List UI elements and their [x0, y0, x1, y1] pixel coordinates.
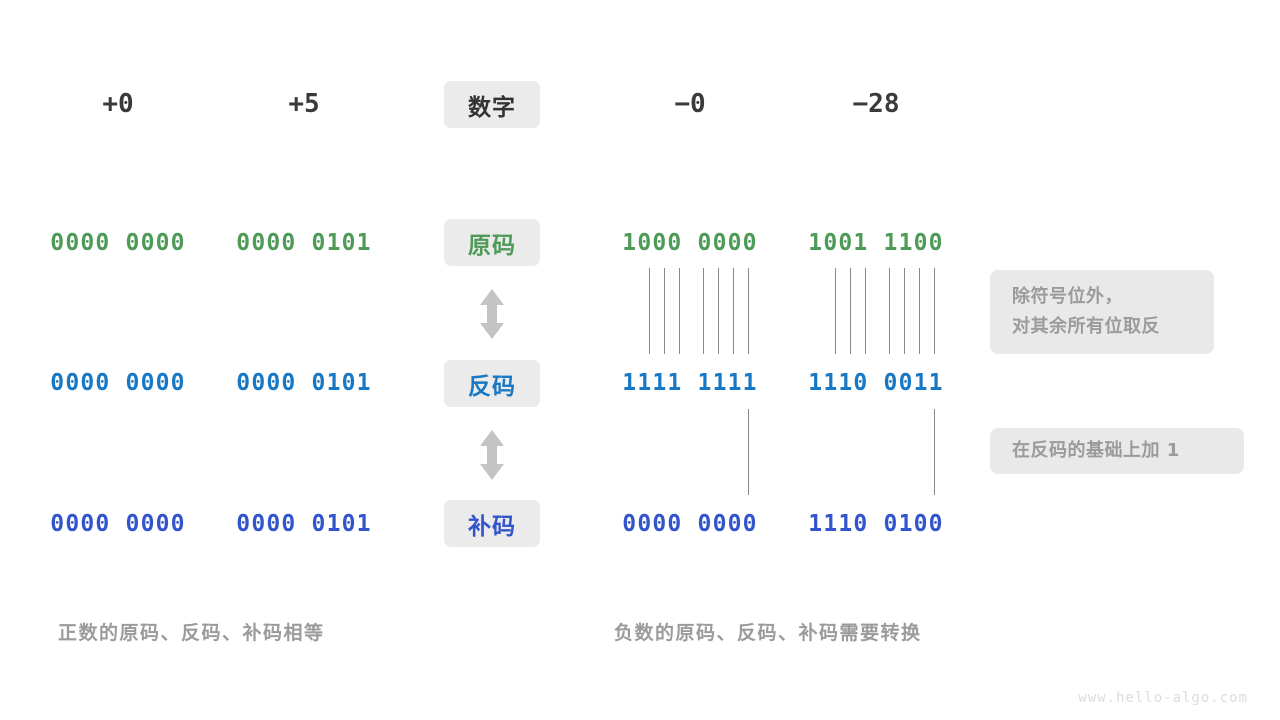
header-value-minus-zero: −0 [674, 89, 706, 119]
caption-negative: 负数的原码、反码、补码需要转换 [614, 622, 922, 644]
connector-tick [889, 268, 890, 354]
bits-ones-plus-zero: 0000 0000 [50, 370, 186, 396]
connector-tick [649, 268, 650, 354]
connector-tick [835, 268, 836, 354]
bits-twos-minus-twentyeight: 1110 0100 [808, 511, 944, 537]
connector-tick [919, 268, 920, 354]
connector-tick [850, 268, 851, 354]
note-invert-bits: 除符号位外， 对其余所有位取反 [990, 270, 1214, 354]
double-arrow-ones-to-twos [477, 429, 507, 481]
bits-signmag-plus-zero: 0000 0000 [50, 230, 186, 256]
row-label-number: 数字 [444, 81, 540, 128]
connector-tick [934, 409, 935, 495]
bits-twos-plus-zero: 0000 0000 [50, 511, 186, 537]
connector-tick [904, 268, 905, 354]
bits-ones-minus-zero: 1111 1111 [622, 370, 758, 396]
connector-tick [703, 268, 704, 354]
double-arrow-signmag-to-ones [477, 288, 507, 340]
header-value-plus-zero: +0 [102, 89, 134, 119]
connector-tick [748, 268, 749, 354]
header-value-plus-five: +5 [288, 89, 320, 119]
connector-tick [934, 268, 935, 354]
bits-ones-plus-five: 0000 0101 [236, 370, 372, 396]
caption-positive: 正数的原码、反码、补码相等 [58, 622, 325, 644]
connector-tick [664, 268, 665, 354]
row-label-signmag: 原码 [444, 219, 540, 266]
row-label-ones: 反码 [444, 360, 540, 407]
connector-tick [679, 268, 680, 354]
row-label-twos: 补码 [444, 500, 540, 547]
bits-twos-minus-zero: 0000 0000 [622, 511, 758, 537]
watermark: www.hello-algo.com [1078, 690, 1248, 706]
connector-tick [865, 268, 866, 354]
bits-twos-plus-five: 0000 0101 [236, 511, 372, 537]
bits-signmag-minus-zero: 1000 0000 [622, 230, 758, 256]
bits-ones-minus-twentyeight: 1110 0011 [808, 370, 944, 396]
connector-tick [748, 409, 749, 495]
connector-tick [733, 268, 734, 354]
note-add-one: 在反码的基础上加 1 [990, 428, 1244, 474]
bits-signmag-plus-five: 0000 0101 [236, 230, 372, 256]
connector-tick [718, 268, 719, 354]
header-value-minus-twentyeight: −28 [852, 89, 900, 119]
bits-signmag-minus-twentyeight: 1001 1100 [808, 230, 944, 256]
